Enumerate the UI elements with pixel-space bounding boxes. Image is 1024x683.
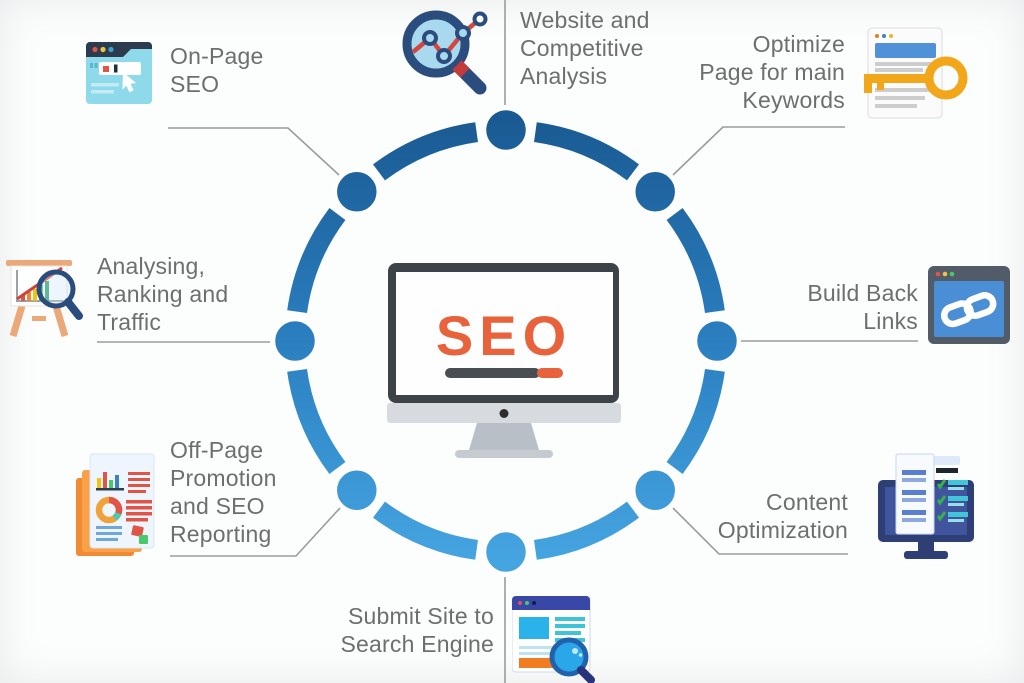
label-content-optimization: Content Optimization xyxy=(717,489,848,543)
monitor-checklist-icon xyxy=(878,453,974,559)
seo-text: SEO xyxy=(436,304,572,367)
ring-segment xyxy=(287,368,346,475)
connector-top-left xyxy=(168,127,340,176)
browser-window-icon xyxy=(86,42,152,104)
connector-bottom-left xyxy=(170,507,341,557)
ring-segment xyxy=(666,368,725,475)
magnifier-chart-icon xyxy=(402,10,488,95)
ring-segment xyxy=(372,501,479,560)
ring-node-bottom xyxy=(482,528,530,576)
ring-segment xyxy=(666,207,725,314)
ring-node-right xyxy=(693,317,741,365)
ring-node-top-right xyxy=(631,168,679,216)
browser-link-icon xyxy=(928,266,1010,344)
ring-segment xyxy=(533,122,640,181)
ring-node-top xyxy=(482,106,530,154)
label-on-page-seo: On-Page SEO xyxy=(170,43,264,97)
easel-chart-icon xyxy=(6,260,83,338)
label-optimize-page-keywords: Optimize Page for main Keywords xyxy=(699,31,845,113)
ring-node-top-left xyxy=(333,168,381,216)
connector-bottom-right xyxy=(672,507,848,555)
connector-top-right xyxy=(672,126,845,176)
ring-node-left xyxy=(271,317,319,365)
browser-search-icon xyxy=(512,596,595,683)
label-website-competitive-analysis: Website and Competitive Analysis xyxy=(520,7,650,89)
label-build-back-links: Build Back Links xyxy=(807,280,918,334)
ring-node-bottom-right xyxy=(631,466,679,514)
ring-segment xyxy=(533,501,640,560)
seo-monitor: SEO xyxy=(387,263,621,458)
label-off-page-promotion: Off-Page Promotion and SEO Reporting xyxy=(170,437,277,547)
ring-node-bottom-left xyxy=(333,466,381,514)
report-papers-icon xyxy=(76,453,155,556)
label-analysing-ranking-traffic: Analysing, Ranking and Traffic xyxy=(97,253,229,335)
document-key-icon xyxy=(864,27,968,119)
ring-segment xyxy=(287,207,346,314)
label-submit-site-search-engine: Submit Site to Search Engine xyxy=(340,603,494,657)
ring-segment xyxy=(372,122,479,181)
